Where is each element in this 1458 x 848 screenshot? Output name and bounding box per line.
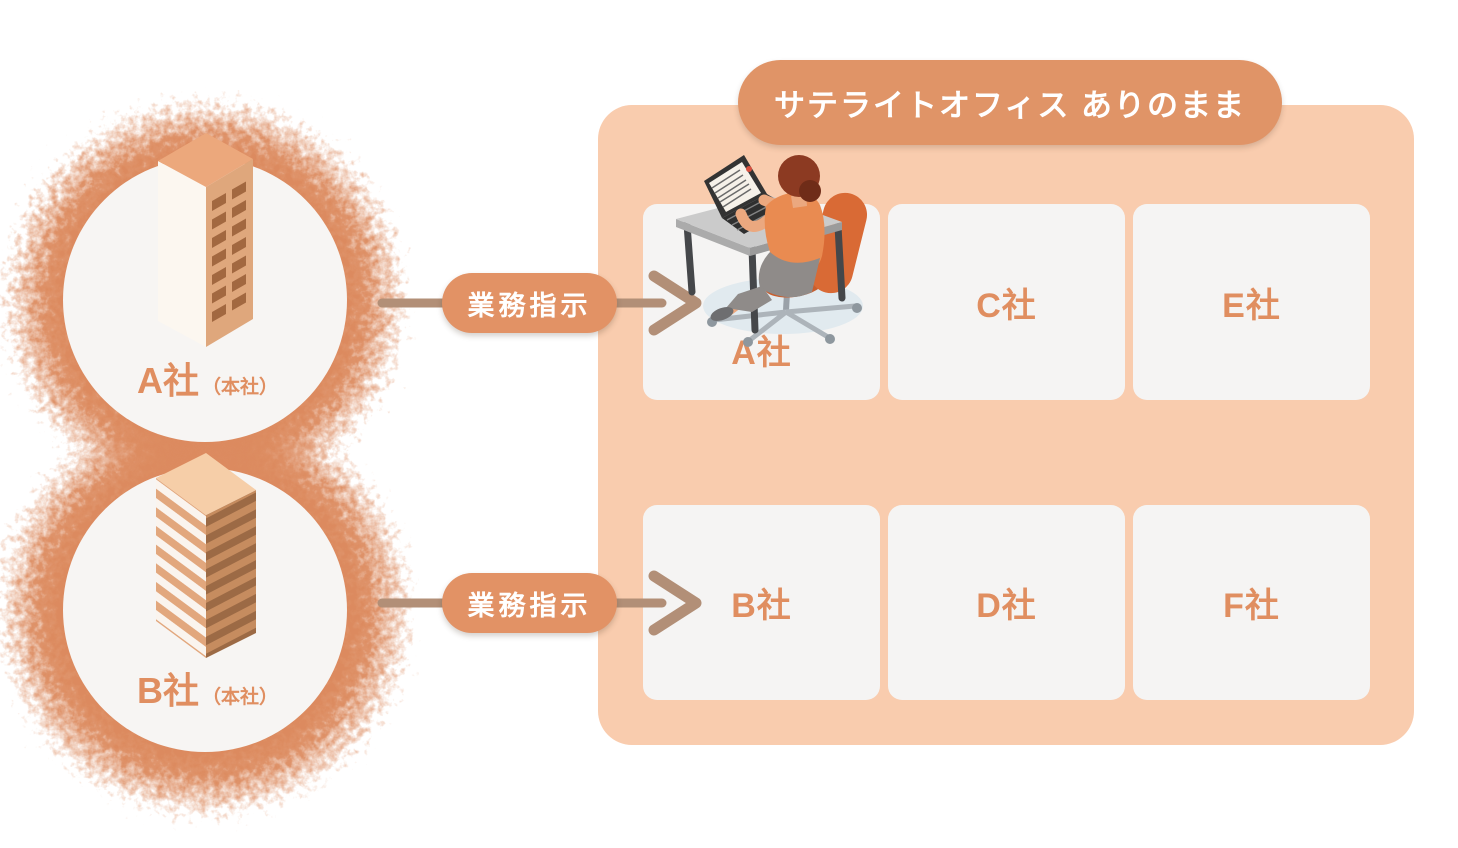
head-office-b-circle xyxy=(63,468,347,752)
title-badge-label: サテライトオフィス ありのまま xyxy=(774,88,1246,123)
satellite-card-f: F社 xyxy=(1133,505,1370,700)
card-label: E社 xyxy=(1222,286,1281,325)
head-office-a-circle xyxy=(63,158,347,442)
company-name: A社 xyxy=(136,360,199,401)
instruction-pill-top: 業務指示 xyxy=(442,273,617,333)
satellite-card-d: D社 xyxy=(888,505,1125,700)
head-office-note: （本社） xyxy=(201,377,278,398)
card-label: B社 xyxy=(731,587,792,625)
head-office-b-label: B社（本社） xyxy=(55,662,360,711)
head-office-a-label: A社（本社） xyxy=(55,352,360,401)
title-badge: サテライトオフィス ありのまま xyxy=(738,60,1282,145)
card-label: C社 xyxy=(976,286,1037,325)
company-name: B社 xyxy=(136,670,199,711)
card-label: A社 xyxy=(731,334,792,372)
instruction-label: 業務指示 xyxy=(467,590,592,621)
head-office-note: （本社） xyxy=(201,687,278,708)
satellite-card-a: A社 xyxy=(643,204,880,400)
instruction-pill-bottom: 業務指示 xyxy=(442,573,617,633)
satellite-card-b: B社 xyxy=(643,505,880,700)
office-building-icon xyxy=(158,133,253,347)
card-label: D社 xyxy=(976,587,1037,625)
striped-tower-building-icon xyxy=(156,453,256,658)
card-label: F社 xyxy=(1223,587,1280,625)
satellite-card-e: E社 xyxy=(1133,204,1370,400)
satellite-card-c: C社 xyxy=(888,204,1125,400)
instruction-label: 業務指示 xyxy=(467,290,592,321)
